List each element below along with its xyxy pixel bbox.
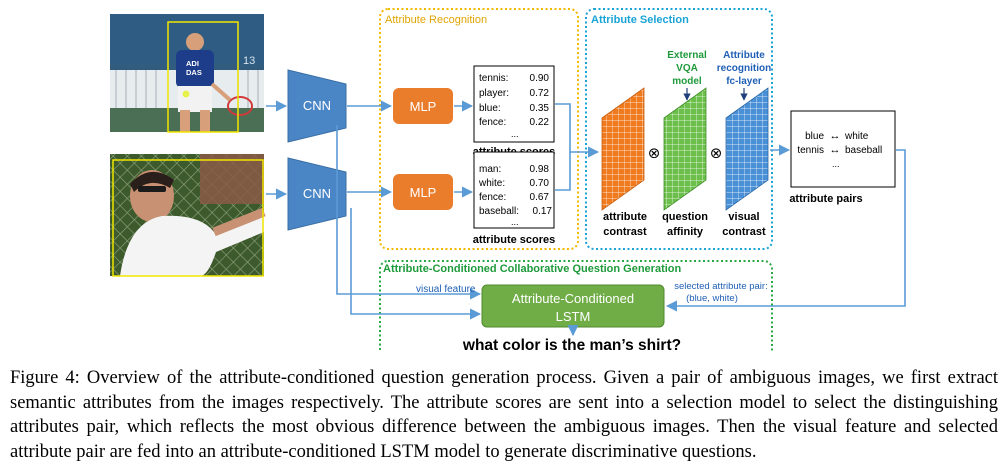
score-rows-bottom: man: 0.98 white: 0.70 fence: 0.67 baseba… (478, 164, 552, 227)
score-label: white: (478, 178, 505, 189)
score-label: player: (479, 88, 509, 99)
mlp-label-bottom: MLP (410, 185, 437, 200)
attribute-pair-2: tennis ↔ baseball (797, 144, 882, 156)
attribute-selection-title: Attribute Selection (591, 14, 689, 26)
generated-question: what color is the man’s shirt? (462, 337, 681, 352)
court-number: 13 (243, 55, 255, 67)
otimes-operator: ⊗ (710, 145, 723, 162)
question-affinity-label-1: question (662, 211, 708, 223)
question-generation-title: Attribute-Conditioned Collaborative Ques… (383, 263, 682, 275)
cnn-label-bottom: CNN (303, 186, 331, 201)
score-label: fence: (479, 192, 506, 203)
attribute-scores-caption-bottom: attribute scores (473, 234, 556, 246)
question-affinity-grid (663, 87, 707, 211)
score-label: fence: (479, 117, 506, 128)
score-value: 0.35 (530, 103, 550, 114)
selected-pair-label-1: selected attribute pair: (674, 281, 767, 292)
score-label: blue: (479, 103, 501, 114)
shirt-text-bottom: DAS (186, 68, 202, 77)
score-value: 0.67 (530, 192, 550, 203)
figure-caption: Figure 4: Overview of the attribute-cond… (10, 366, 998, 464)
external-vqa-line1: External (667, 50, 707, 61)
cnn-block-top (287, 69, 347, 143)
external-vqa-line2: VQA (676, 63, 698, 74)
attribute-contrast-label-2: contrast (603, 226, 647, 238)
score-label: tennis: (479, 73, 508, 84)
otimes-operator: ⊗ (648, 145, 661, 162)
score-value: 0.72 (530, 88, 550, 99)
cnn-block-bottom (287, 157, 347, 231)
pair-arrow-icon: ↔ (830, 130, 841, 142)
attribute-recognition-region (379, 8, 579, 250)
detection-box (112, 159, 264, 277)
score-value: 0.98 (530, 164, 550, 175)
pair-right: white (844, 131, 869, 142)
pair-left: blue (805, 131, 824, 142)
external-vqa-line3: model (672, 76, 702, 87)
recognition-fc-line1: Attribute (723, 50, 765, 61)
score-ellipsis: ... (511, 217, 519, 227)
tennis-player-photo: 13 ADI DAS (110, 14, 264, 133)
score-label: man: (479, 164, 501, 175)
recognition-fc-line2: recognition (717, 63, 771, 74)
attribute-selection-region (585, 8, 773, 250)
lstm-label-1: Attribute-Conditioned (512, 291, 634, 306)
pairs-ellipsis: ... (832, 159, 840, 169)
attribute-contrast-grid (601, 87, 645, 211)
caption-body: Overview of the attribute-conditioned qu… (10, 368, 999, 462)
score-ellipsis: ... (511, 129, 519, 139)
score-value: 0.70 (530, 178, 550, 189)
cnn-label-top: CNN (303, 98, 331, 113)
attribute-pairs-caption: attribute pairs (789, 193, 862, 205)
score-value: 0.17 (533, 206, 553, 217)
caption-prefix: Figure 4: (10, 368, 80, 388)
attribute-pair-1: blue ↔ white (805, 130, 869, 142)
score-rows-top: tennis: 0.90 player: 0.72 blue: 0.35 fen… (479, 73, 549, 139)
attribute-contrast-label-1: attribute (603, 211, 647, 223)
mlp-block-top (393, 88, 453, 124)
pair-arrow-icon: ↔ (830, 144, 841, 156)
attribute-pairs-box (790, 110, 896, 188)
attribute-recognition-title: Attribute Recognition (385, 14, 487, 26)
recognition-fc-line3: fc-layer (726, 76, 762, 87)
pipeline-diagram: 13 ADI DAS Attribute Recognition Attribu… (110, 8, 906, 352)
visual-contrast-grid (725, 87, 769, 211)
score-value: 0.22 (530, 117, 550, 128)
visual-feature-label: visual feature (416, 284, 476, 295)
baseball-player-photo (110, 154, 266, 277)
mlp-block-bottom (393, 174, 453, 210)
score-value: 0.90 (530, 73, 550, 84)
lstm-label-2: LSTM (556, 309, 591, 324)
visual-contrast-label-2: contrast (722, 226, 766, 238)
pair-right: baseball (845, 145, 882, 156)
detection-box (167, 21, 239, 133)
attribute-scores-box-top (473, 65, 555, 143)
question-affinity-label-2: affinity (667, 226, 704, 238)
visual-contrast-label-1: visual (728, 211, 759, 223)
question-generation-region (379, 260, 773, 352)
selected-pair-label-2: (blue, white) (686, 293, 738, 304)
mlp-label-top: MLP (410, 99, 437, 114)
pair-left: tennis (797, 145, 824, 156)
score-label: baseball: (479, 206, 519, 217)
attribute-scores-box-bottom (473, 151, 555, 229)
shirt-text-top: ADI (186, 59, 199, 68)
